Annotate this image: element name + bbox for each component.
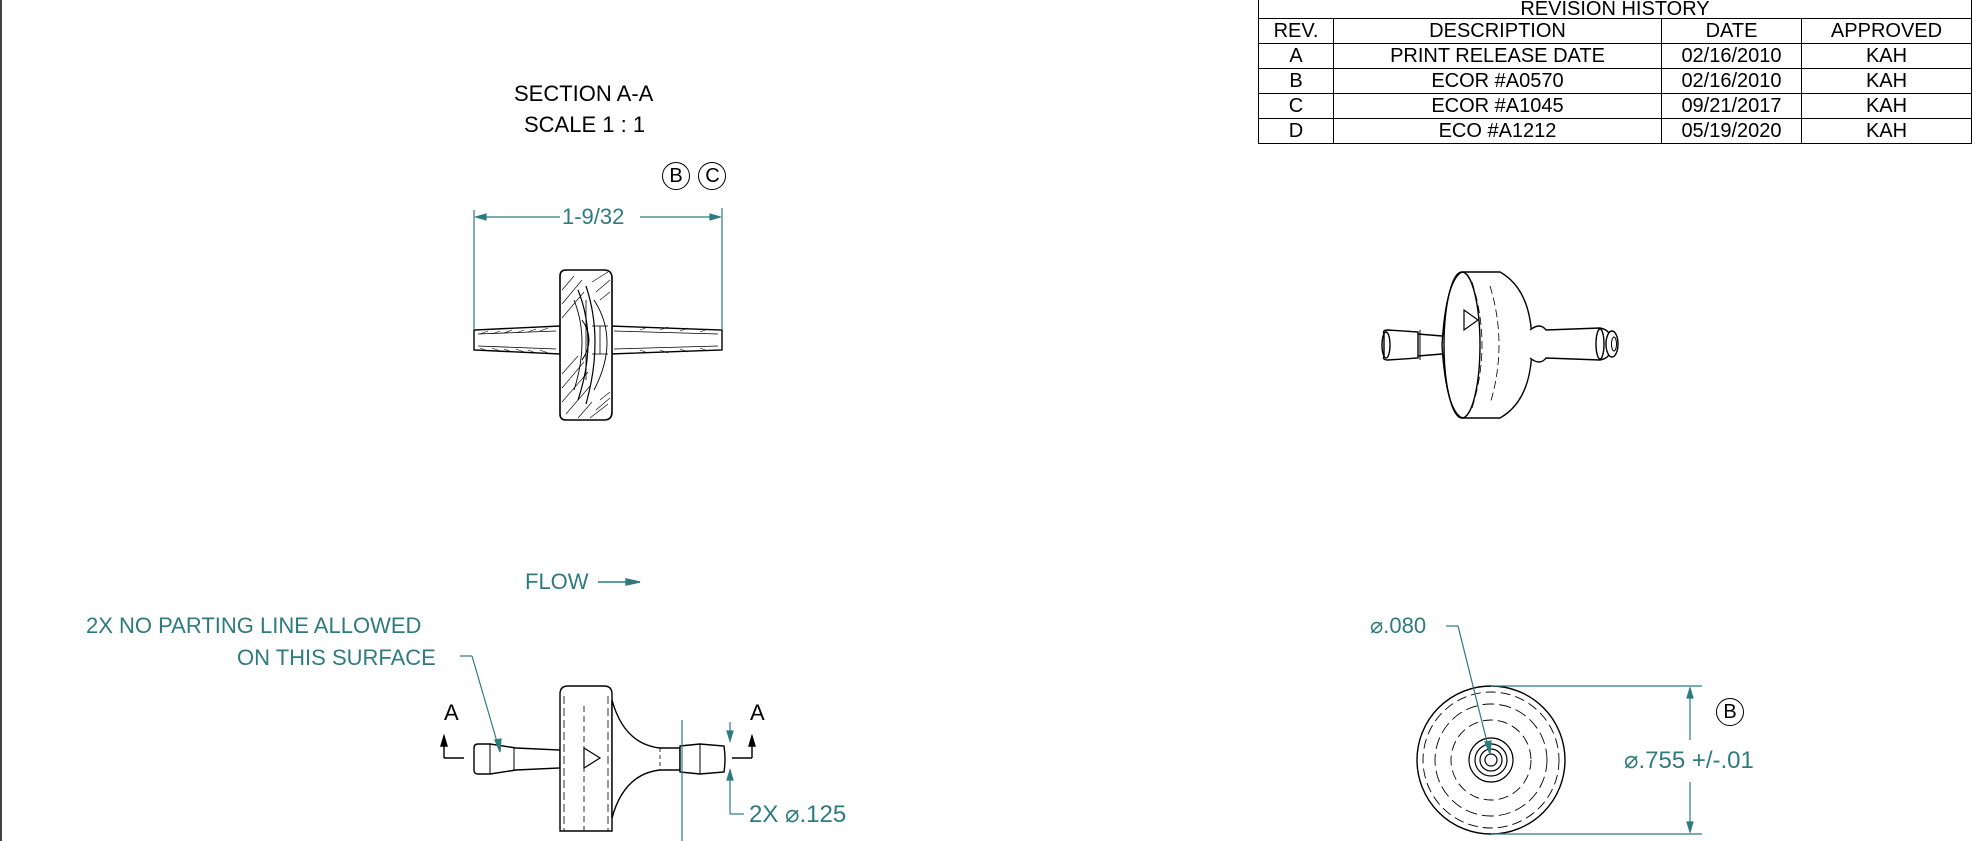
section-length-label: 1-9/32 bbox=[562, 204, 625, 229]
end-view-revision-marker: B bbox=[1716, 698, 1744, 726]
revision-history-table: REVISION HISTORY REV. DESCRIPTION DATE A… bbox=[1258, 0, 1972, 144]
description-cell: ECOR #A1045 bbox=[1333, 93, 1662, 119]
barb-diameter-dimension bbox=[681, 720, 744, 841]
header-description: DESCRIPTION bbox=[1333, 18, 1662, 44]
hole-diameter-label: ⌀.080 bbox=[1370, 613, 1427, 638]
flow-label: FLOW bbox=[525, 569, 589, 594]
rev-cell: C bbox=[1258, 93, 1334, 119]
front-view bbox=[473, 685, 726, 832]
description-cell: ECO #A1212 bbox=[1333, 118, 1662, 144]
isometric-view bbox=[1381, 271, 1619, 419]
date-cell: 05/19/2020 bbox=[1661, 118, 1802, 144]
section-scale: SCALE 1 : 1 bbox=[524, 112, 646, 137]
description-cell: PRINT RELEASE DATE bbox=[1333, 43, 1662, 69]
approved-cell: KAH bbox=[1801, 68, 1972, 94]
end-view bbox=[1416, 685, 1566, 835]
table-row: B ECOR #A0570 02/16/2010 KAH bbox=[1258, 68, 1972, 94]
description-cell: ECOR #A0570 bbox=[1333, 68, 1662, 94]
section-mark-left: A bbox=[444, 700, 459, 725]
end-view-dimensions bbox=[1446, 625, 1702, 835]
table-row: D ECO #A1212 05/19/2020 KAH bbox=[1258, 118, 1972, 144]
rev-cell: A bbox=[1258, 43, 1334, 69]
revision-marker-c: C bbox=[698, 162, 727, 190]
revision-header-row: REV. DESCRIPTION DATE APPROVED bbox=[1258, 18, 1972, 44]
table-row: A PRINT RELEASE DATE 02/16/2010 KAH bbox=[1258, 43, 1972, 69]
rev-cell: B bbox=[1258, 68, 1334, 94]
approved-cell: KAH bbox=[1801, 93, 1972, 119]
parting-line-note-line1: 2X NO PARTING LINE ALLOWED bbox=[86, 613, 422, 638]
section-length-dimension bbox=[473, 208, 723, 330]
revision-table-title: REVISION HISTORY bbox=[1258, 0, 1972, 19]
section-mark-right: A bbox=[750, 700, 765, 725]
table-row: C ECOR #A1045 09/21/2017 KAH bbox=[1258, 93, 1972, 119]
date-cell: 09/21/2017 bbox=[1661, 93, 1802, 119]
flow-arrow bbox=[598, 578, 641, 586]
parting-line-leader bbox=[460, 655, 502, 753]
approved-cell: KAH bbox=[1801, 43, 1972, 69]
section-view bbox=[473, 269, 723, 421]
approved-cell: KAH bbox=[1801, 118, 1972, 144]
section-cut-marks bbox=[440, 733, 756, 759]
rev-cell: D bbox=[1258, 118, 1334, 144]
date-cell: 02/16/2010 bbox=[1661, 68, 1802, 94]
section-title: SECTION A-A bbox=[514, 81, 654, 106]
barb-diameter-label: 2X ⌀.125 bbox=[749, 801, 847, 828]
header-approved: APPROVED bbox=[1801, 18, 1972, 44]
date-cell: 02/16/2010 bbox=[1661, 43, 1802, 69]
header-date: DATE bbox=[1661, 18, 1802, 44]
body-diameter-label: ⌀.755 +/-.01 bbox=[1624, 747, 1754, 774]
revision-marker-b-end: B bbox=[1716, 698, 1744, 726]
revision-marker-group: B C bbox=[662, 162, 727, 190]
parting-line-note-line2: ON THIS SURFACE bbox=[237, 645, 436, 670]
revision-title-row: REVISION HISTORY bbox=[1258, 0, 1972, 19]
revision-marker-b: B bbox=[662, 162, 690, 190]
header-rev: REV. bbox=[1258, 18, 1334, 44]
